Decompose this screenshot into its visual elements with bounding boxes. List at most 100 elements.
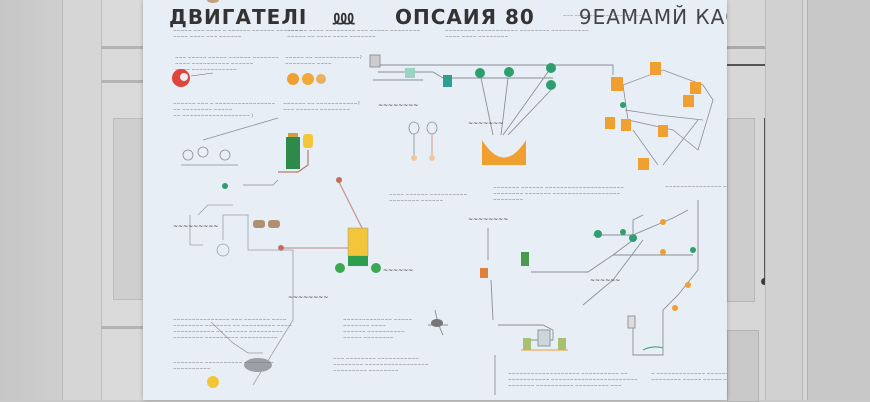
caption: ~~~~~~ ~~~ ~ ~~~~~~~~~~~~~~~~~~ ~~~~~~~~… — [173, 102, 275, 120]
caption: ~~~~~~~ ~~~~~~ ~~~~~~~~~~~~~~~~~~~~~ ~~~~… — [493, 186, 624, 204]
green-valve — [629, 234, 637, 242]
valve-assembly-left — [181, 117, 279, 189]
caption: ~~~ ~~~~~~~~ ~~~~~~~~~~~~~~~~~~~ ~~~~~~~… — [333, 357, 429, 375]
caption: ~~~ ~~~~~ ~~~~~ ~~~~~~ ~~~~~~~ ~~~~ ~~~~~… — [175, 56, 279, 74]
caption-line: ~~~~~~~~ ~~~~ — [285, 62, 332, 67]
caption-line: ~~~~~~~~ ~~~~~ ~~~~~ ~~~~~~~~ — [651, 378, 727, 383]
leader-line — [202, 117, 279, 141]
title-part: ОПСАИЯ 80 — [395, 5, 535, 29]
pipe-line — [632, 200, 699, 356]
orange-network-diagram — [605, 62, 714, 170]
caption-line: ~~~~ ~~~~~~~~~~~~ — [175, 68, 237, 73]
cable-line — [480, 71, 552, 136]
green-valve — [504, 67, 514, 77]
orange-disc — [287, 73, 299, 85]
caption-line: ~~~~~~~~ ~~~~~~ — [389, 199, 444, 204]
green-valve — [620, 229, 626, 235]
pipe-line — [210, 321, 263, 354]
door-rail — [727, 64, 765, 66]
orange-fitting — [685, 282, 691, 288]
diagram-label: ~~~~~~~ — [468, 120, 504, 127]
caption-line: ~~~~~~ ~~~~~~~~~~ — [343, 330, 405, 335]
caption-line: ~~~~~~~~~~ — [173, 367, 211, 372]
caption-line: ~~~~~ ~~ ~~~~ ~~~~ ~~~~~~~ — [287, 35, 376, 40]
caption-line: ~~~~~~~~~~~~~ ~~~~~ — [343, 318, 413, 323]
green-wheel — [371, 263, 381, 273]
caption: ~~~~ ~~~~~~ ~~~~~~~~~~~~~~~~~~ ~~~~~~ — [389, 193, 467, 205]
caption-line: ~~~~~~~~ ~~~~~~~~~~ ~~~~~~~~ — [173, 361, 274, 366]
caption-line: ~~~~~~~~ — [493, 198, 524, 203]
yellow-disc — [207, 376, 219, 388]
caption: ~~~~~ ~~ ~~~~~~~~~~~~?~~~~~~~~ ~~~~ — [285, 56, 362, 68]
meter — [627, 315, 636, 329]
door-panel — [113, 118, 147, 300]
pipe-line — [243, 179, 279, 186]
orange-part — [650, 62, 661, 75]
orange-disc — [302, 73, 314, 85]
pipe-line — [582, 239, 644, 306]
orange-part — [611, 77, 623, 91]
green-valve — [690, 247, 696, 253]
orange-fitting — [660, 249, 666, 255]
caption-line: ~~ ~~~~~~~~ ~~~~~ — [173, 108, 233, 113]
caption-line: ~~~~~ ~~~~~~~~ — [343, 336, 394, 341]
caption-line: ~~~~ ~~~~~~ ~~~~~~~~~~ — [389, 193, 468, 198]
caption-line: ~~~~~~~ ~~~~~~ ~~~~~~~~~~~~~~~~~~~~~ — [493, 186, 625, 191]
caption-line: ~~~~~~~~ ~~~~~~~~~ ~~~~~~~~~~ — [173, 336, 278, 341]
valve-part — [197, 146, 209, 158]
pipe-line — [490, 279, 494, 321]
red-cam-diagram — [172, 69, 214, 87]
caption-line: ~~~~~~~~ ~~~~~~~ ~~ ~~~~~~~~~ ~~~~ — [173, 324, 292, 329]
caption: ~~~~~~~~~~~~~~~ ~~~ ~~~~~~~ ~~~~~~~~~~~~… — [173, 318, 292, 342]
pipe-line — [197, 204, 233, 216]
orange-part — [690, 82, 701, 94]
pipe-line — [189, 214, 294, 386]
caption: ~~~~~~~~ ~~~~~~~~~~~ ~~~~~~~~ ~~~~~~~~~~… — [445, 29, 589, 41]
plug-tip — [411, 155, 417, 161]
caption-line: ~~ ~~~~~~~~~~~~~~~~~~ ) — [173, 114, 254, 119]
door-lower-panel — [727, 330, 759, 402]
caption-line: ~~~~~~~~~ ~~~~~~~~ — [333, 369, 399, 374]
battery-diagram — [278, 133, 313, 173]
orange-fitting — [660, 219, 666, 225]
cam-part — [207, 0, 219, 3]
spark-plugs-diagram — [408, 121, 438, 161]
door-panel — [727, 118, 755, 302]
green-cylinder — [286, 137, 300, 169]
yellow-element — [303, 134, 313, 148]
caption-line: ~~~ ~~~~~ ~~~~~ ~~~~~~ ~~~~~~~ — [175, 56, 279, 61]
orange-part — [658, 125, 668, 137]
green-part — [523, 338, 531, 350]
dark-part — [431, 319, 443, 327]
orange-fitting — [480, 268, 488, 278]
green-wheel — [335, 263, 345, 273]
caption-line: ~~~~~~~ ~~~~~~~~~~ ~~~~~~~~~ ~~~ — [508, 384, 622, 389]
orange-part — [621, 119, 631, 131]
lower-rig-diagram — [428, 214, 644, 395]
small-part — [253, 220, 265, 228]
caption-line: ~~~~~~~~~~~~~~~ ~~~ ~~~~~~~ ~~~~ — [173, 318, 287, 323]
title-part: 9ЕАМАМЙ КАСТ — [578, 5, 727, 29]
coil-diagram — [207, 358, 272, 388]
orange-part — [605, 117, 615, 129]
pipe-line — [337, 179, 364, 231]
loop-diagram — [189, 0, 294, 386]
caption-line: ~~~ ~~~~~~ ~~~~~~~~ — [283, 108, 350, 113]
door-knob — [761, 278, 768, 285]
caption-line: ~~~ ~~~~~~~~ ~~~~~~~~~~~ — [333, 357, 419, 362]
diagram-canvas — [172, 0, 714, 395]
wall-right — [807, 0, 870, 400]
yellow-cylinder — [347, 227, 369, 257]
plug-head — [408, 121, 420, 135]
coil-spring — [244, 358, 272, 372]
orange-part — [638, 158, 649, 170]
green-base — [348, 256, 368, 266]
diagram-label: ~~~~~~~~ — [288, 294, 329, 301]
pipe-line — [593, 209, 689, 236]
green-valve — [594, 230, 602, 238]
cylinder-cap — [288, 133, 298, 137]
clamp-hole — [499, 147, 509, 157]
pipe-line — [531, 214, 644, 273]
pipe-line — [498, 324, 554, 341]
